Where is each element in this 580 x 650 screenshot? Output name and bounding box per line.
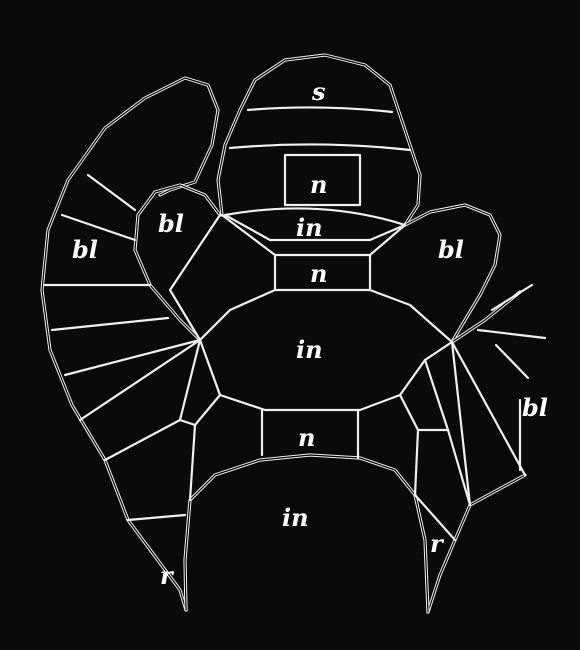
left-fan-8 xyxy=(178,418,197,427)
far-right-bl-1 xyxy=(476,328,547,340)
label-bl-inner: bl xyxy=(158,209,184,238)
low-n-box xyxy=(260,408,360,460)
label-in-bottom: in xyxy=(282,503,309,532)
label-s: s xyxy=(311,77,326,106)
dome-wall-lower xyxy=(223,207,407,227)
dome-wall-s xyxy=(246,106,394,114)
mid-in-top xyxy=(220,213,407,257)
label-bl-left: bl xyxy=(72,235,98,264)
far-right-bl-3 xyxy=(494,343,530,380)
label-in-mid: in xyxy=(296,335,323,364)
label-r-left: r xyxy=(160,561,175,590)
label-n-mid: n xyxy=(310,259,327,288)
left-fan-5 xyxy=(78,338,202,422)
right-stalk-outline-inner xyxy=(451,291,521,343)
outer-contours xyxy=(40,53,527,614)
label-bl-right: bl xyxy=(438,235,464,264)
left-fan-7 xyxy=(86,173,137,212)
dome-wall-left-diag xyxy=(223,213,407,242)
left-fan-4 xyxy=(63,338,202,377)
right-fan-2 xyxy=(450,340,527,477)
top-dome-outline-inner xyxy=(217,54,421,226)
inner-bl-wall xyxy=(168,213,222,342)
far-right-bl-2 xyxy=(490,283,534,312)
cell-walls xyxy=(43,106,547,542)
label-n-low: n xyxy=(298,423,315,452)
right-fan-5 xyxy=(413,493,457,542)
right-fan-1 xyxy=(450,340,472,507)
label-n-top: n xyxy=(310,170,327,199)
right-leaf-outline-inner xyxy=(404,204,501,343)
labels: s n in n in n in bl bl bl bl r r xyxy=(72,77,548,590)
dome-wall-n-box xyxy=(283,153,362,207)
mid-in-outline xyxy=(198,288,454,412)
left-leaf-outline-inner xyxy=(41,77,219,611)
right-fan-4 xyxy=(423,358,450,432)
inner-leaf-outline-inner xyxy=(134,184,221,341)
dome-wall-upper xyxy=(228,143,412,152)
r-left-top xyxy=(126,513,187,522)
label-in-top: in xyxy=(296,213,323,242)
label-r-right: r xyxy=(430,529,445,558)
left-fan-3 xyxy=(50,316,170,332)
label-bl-far-right: bl xyxy=(522,393,548,422)
bottom-arch-outline-inner xyxy=(184,454,429,613)
left-fan-1 xyxy=(60,213,137,242)
